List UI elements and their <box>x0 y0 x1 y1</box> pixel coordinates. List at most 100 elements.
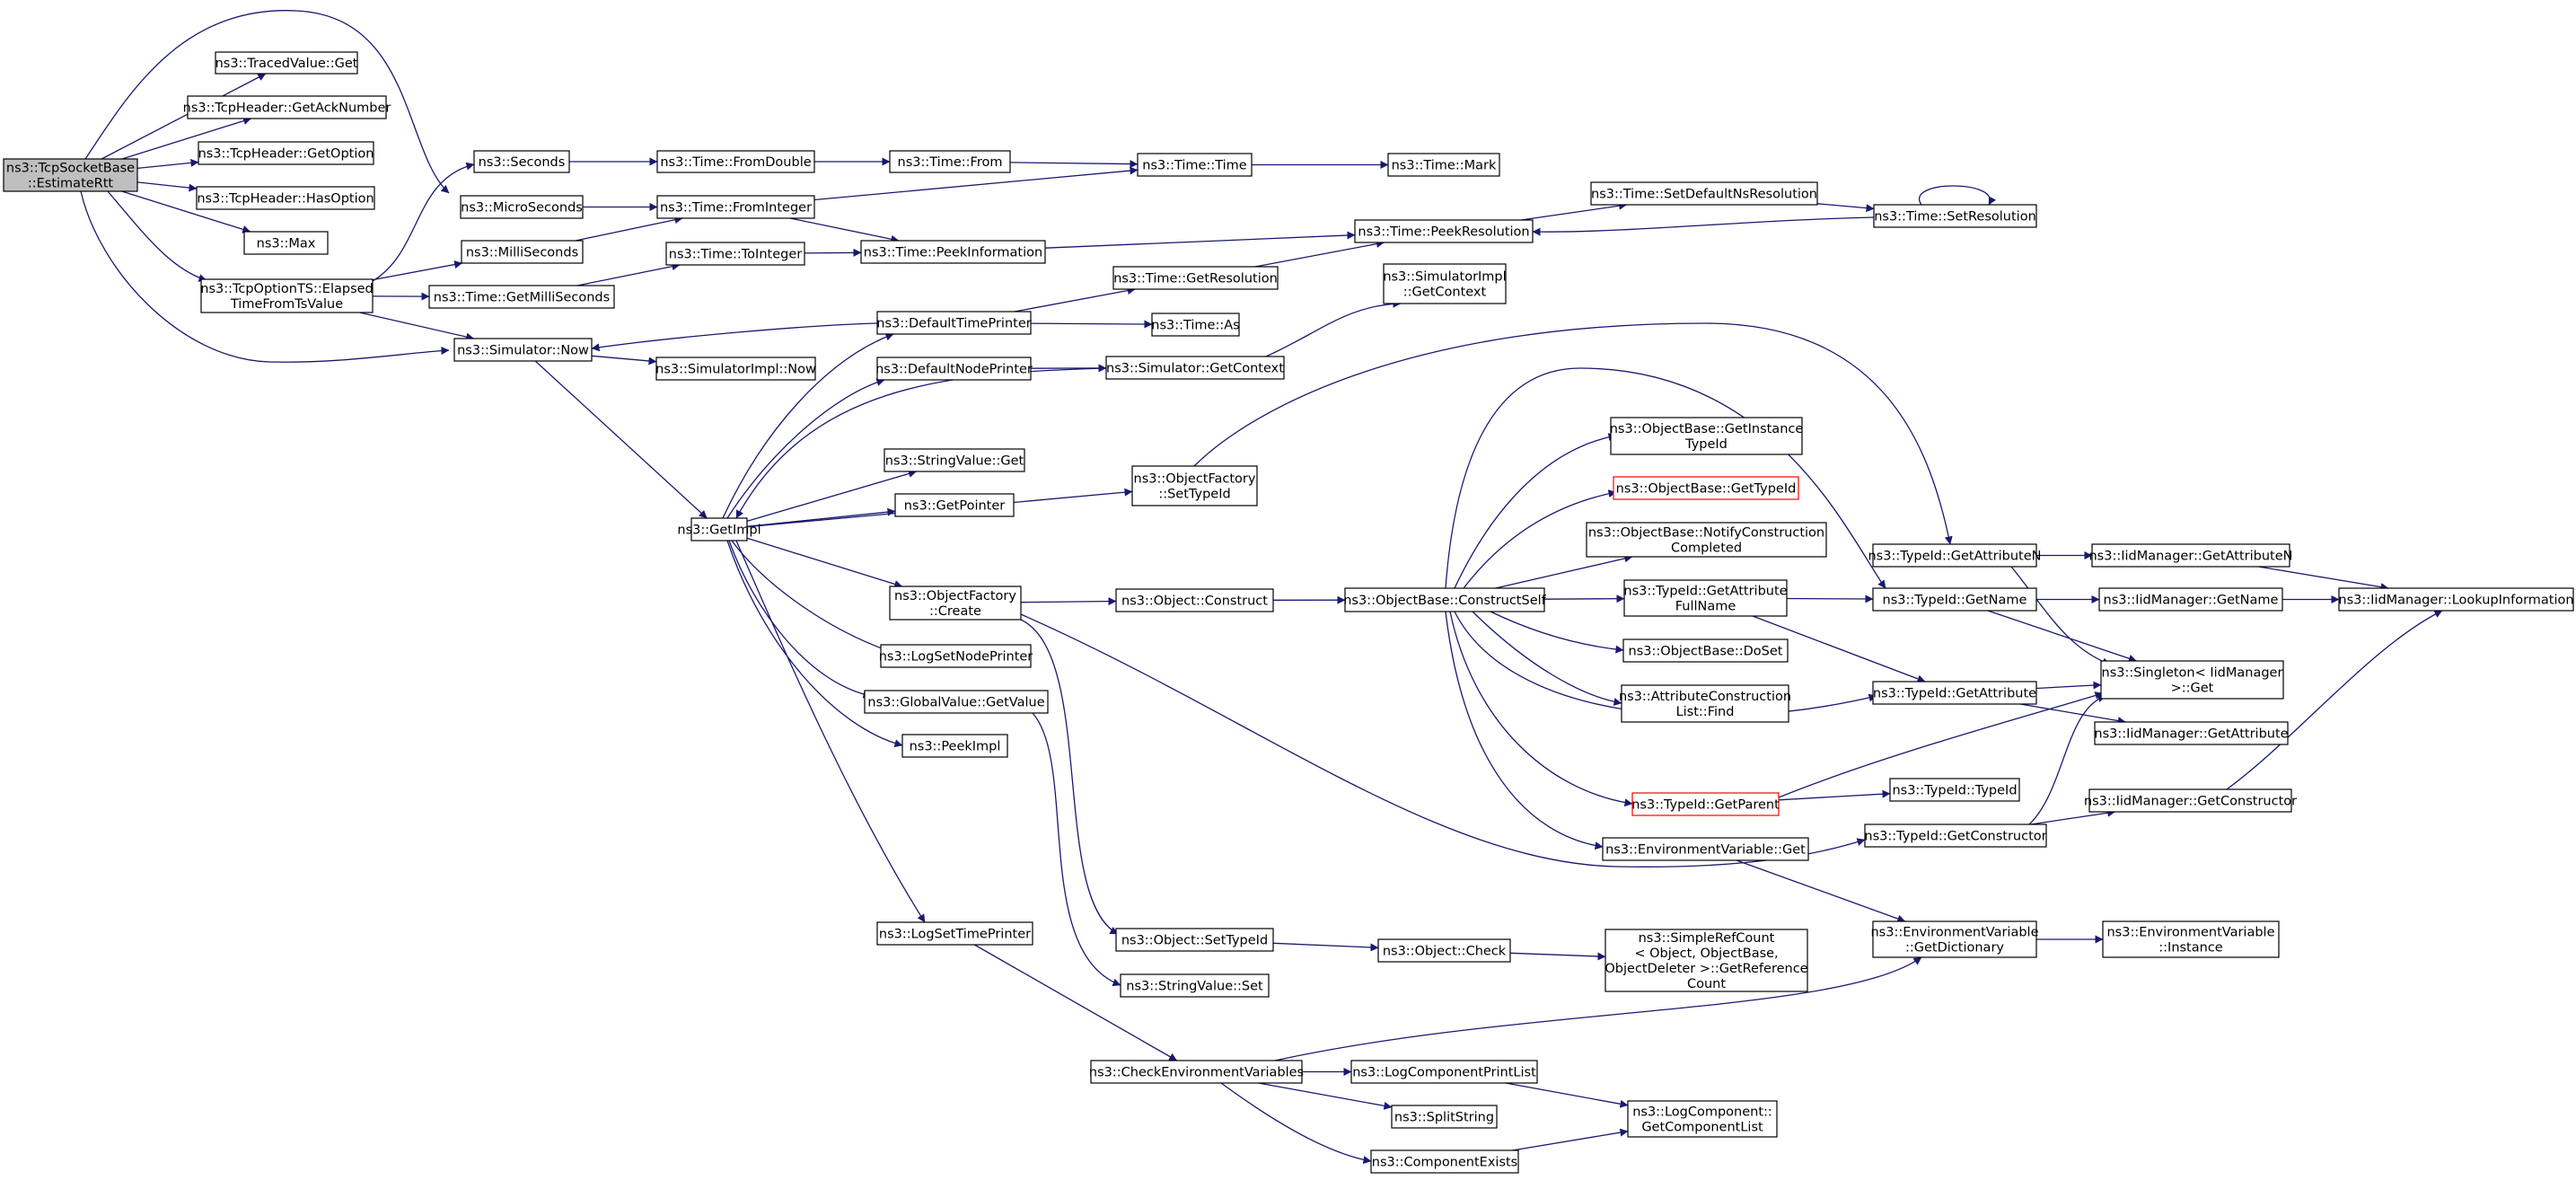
node-objectCheck[interactable]: ns3::Object::Check <box>1377 938 1511 963</box>
node-box[interactable] <box>1621 684 1789 723</box>
node-globalValueGetValue[interactable]: ns3::GlobalValue::GetValue <box>864 690 1049 714</box>
node-singletonGet[interactable]: ns3::Singleton< IidManager >::Get <box>2100 660 2284 700</box>
node-hasOption[interactable]: ns3::TcpHeader::HasOption <box>196 186 375 210</box>
node-box[interactable] <box>215 51 358 75</box>
node-box[interactable] <box>2102 920 2280 958</box>
node-iidGetConstructor[interactable]: ns3::IidManager::GetConstructor <box>2084 788 2297 813</box>
node-componentExists[interactable]: ns3::ComponentExists <box>1370 1149 1519 1174</box>
node-iidGetName[interactable]: ns3::IidManager::GetName <box>2098 587 2283 612</box>
node-box[interactable] <box>461 240 584 264</box>
node-timeTime[interactable]: ns3::Time::Time <box>1137 153 1253 177</box>
node-box[interactable] <box>196 186 375 210</box>
node-box[interactable] <box>460 195 584 219</box>
node-box[interactable] <box>1631 792 1780 816</box>
node-box[interactable] <box>1115 588 1274 612</box>
node-simGetContext[interactable]: ns3::Simulator::GetContext <box>1105 356 1285 380</box>
node-box[interactable] <box>1613 476 1799 500</box>
node-box[interactable] <box>876 921 1033 946</box>
node-peekImpl[interactable]: ns3::PeekImpl <box>901 734 1008 758</box>
node-box[interactable] <box>473 150 570 173</box>
node-getComponentList[interactable]: ns3::LogComponent::GetComponentList <box>1627 1100 1778 1138</box>
node-box[interactable] <box>1872 543 2037 568</box>
node-iidGetAttributeN[interactable]: ns3::IidManager::GetAttributeN <box>2088 543 2293 568</box>
node-box[interactable] <box>428 285 615 309</box>
node-simImplGetContext[interactable]: ns3::SimulatorImpl::GetContext <box>1383 263 1507 304</box>
node-splitString[interactable]: ns3::SplitString <box>1391 1105 1498 1129</box>
node-box[interactable] <box>1602 837 1809 861</box>
node-box[interactable] <box>884 448 1025 472</box>
node-objectSetTypeId[interactable]: ns3::Object::SetTypeId <box>1115 928 1274 952</box>
node-box[interactable] <box>2338 587 2574 612</box>
node-objBaseGetTypeId[interactable]: ns3::ObjectBase::GetTypeId <box>1613 476 1799 500</box>
node-timeFrom[interactable]: ns3::Time::From <box>889 150 1011 173</box>
node-box[interactable] <box>198 141 374 165</box>
node-box[interactable] <box>1590 181 1818 206</box>
node-box[interactable] <box>453 338 593 362</box>
node-box[interactable] <box>1872 920 2037 958</box>
node-milliSeconds[interactable]: ns3::MilliSeconds <box>461 240 584 264</box>
node-objFactorySetTypeId[interactable]: ns3::ObjectFactory::SetTypeId <box>1131 465 1258 506</box>
node-box[interactable] <box>1115 928 1274 952</box>
node-box[interactable] <box>889 150 1011 173</box>
node-toInteger[interactable]: ns3::Time::ToInteger <box>665 242 805 266</box>
node-box[interactable] <box>1610 417 1803 455</box>
node-tracedGet[interactable]: ns3::TracedValue::Get <box>215 51 358 75</box>
node-box[interactable] <box>901 734 1008 758</box>
node-timeAs[interactable]: ns3::Time::As <box>1151 313 1240 337</box>
node-defaultNodePrinter[interactable]: ns3::DefaultNodePrinter <box>875 357 1033 381</box>
node-box[interactable] <box>1864 823 2047 848</box>
node-envGetDictionary[interactable]: ns3::EnvironmentVariable::GetDictionary <box>1870 920 2039 958</box>
node-box[interactable] <box>1383 263 1507 304</box>
node-simpleRefCount[interactable]: ns3::SimpleRefCount< Object, ObjectBase,… <box>1605 929 1808 992</box>
node-box[interactable] <box>1872 681 2037 705</box>
node-notifyConstruction[interactable]: ns3::ObjectBase::NotifyConstructionCompl… <box>1586 522 1827 558</box>
node-max[interactable]: ns3::Max <box>243 231 329 255</box>
node-box[interactable] <box>656 150 815 173</box>
node-box[interactable] <box>1131 465 1258 506</box>
node-box[interactable] <box>655 357 816 381</box>
node-box[interactable] <box>200 278 374 313</box>
node-typeIdTypeId[interactable]: ns3::TypeId::TypeId <box>1889 778 2020 802</box>
node-box[interactable] <box>665 242 805 266</box>
node-peekResolution[interactable]: ns3::Time::PeekResolution <box>1354 219 1534 243</box>
node-box[interactable] <box>3 158 138 192</box>
node-logCompPrintList[interactable]: ns3::LogComponentPrintList <box>1350 1060 1538 1084</box>
node-box[interactable] <box>1350 1060 1538 1084</box>
node-typeIdGetAttributeN[interactable]: ns3::TypeId::GetAttributeN <box>1868 543 2042 568</box>
node-box[interactable] <box>864 690 1049 714</box>
node-getImpl[interactable]: ns3::GetImpl <box>677 517 761 542</box>
node-box[interactable] <box>2094 721 2289 745</box>
node-envVarGet[interactable]: ns3::EnvironmentVariable::Get <box>1602 837 1809 861</box>
node-box[interactable] <box>1387 153 1500 177</box>
node-box[interactable] <box>1370 1149 1519 1174</box>
node-getResolution[interactable]: ns3::Time::GetResolution <box>1112 266 1279 290</box>
node-box[interactable] <box>2098 587 2283 612</box>
node-box[interactable] <box>1354 219 1534 243</box>
node-simNow[interactable]: ns3::Simulator::Now <box>453 338 593 362</box>
node-box[interactable] <box>243 231 329 255</box>
node-getPointer[interactable]: ns3::GetPointer <box>894 493 1015 517</box>
node-box[interactable] <box>880 644 1032 668</box>
node-typeIdGetAttribute[interactable]: ns3::TypeId::GetAttribute <box>1872 681 2037 705</box>
node-fromInteger[interactable]: ns3::Time::FromInteger <box>656 195 815 219</box>
node-logSetNodePrinter[interactable]: ns3::LogSetNodePrinter <box>879 644 1033 668</box>
node-simImplNow[interactable]: ns3::SimulatorImpl::Now <box>655 357 816 381</box>
node-box[interactable] <box>1137 153 1253 177</box>
node-setDefaultNsRes[interactable]: ns3::Time::SetDefaultNsResolution <box>1590 181 1818 206</box>
node-estimateRtt[interactable]: ns3::TcpSocketBase::EstimateRtt <box>3 158 138 192</box>
node-box[interactable] <box>1889 778 2020 802</box>
node-typeIdGetParent[interactable]: ns3::TypeId::GetParent <box>1631 792 1780 816</box>
node-logSetTimePrinter[interactable]: ns3::LogSetTimePrinter <box>876 921 1033 946</box>
node-box[interactable] <box>889 586 1022 621</box>
node-doSet[interactable]: ns3::ObjectBase::DoSet <box>1622 638 1789 663</box>
node-peekInformation[interactable]: ns3::Time::PeekInformation <box>860 240 1046 264</box>
node-typeIdGetName[interactable]: ns3::TypeId::GetName <box>1872 587 2037 612</box>
node-constructSelf[interactable]: ns3::ObjectBase::ConstructSelf <box>1343 587 1547 612</box>
node-box[interactable] <box>1622 638 1789 663</box>
node-box[interactable] <box>1605 929 1808 992</box>
node-box[interactable] <box>1623 579 1788 617</box>
node-box[interactable] <box>656 195 815 219</box>
node-checkEnvVars[interactable]: ns3::CheckEnvironmentVariables <box>1089 1060 1304 1084</box>
node-box[interactable] <box>2088 788 2292 813</box>
